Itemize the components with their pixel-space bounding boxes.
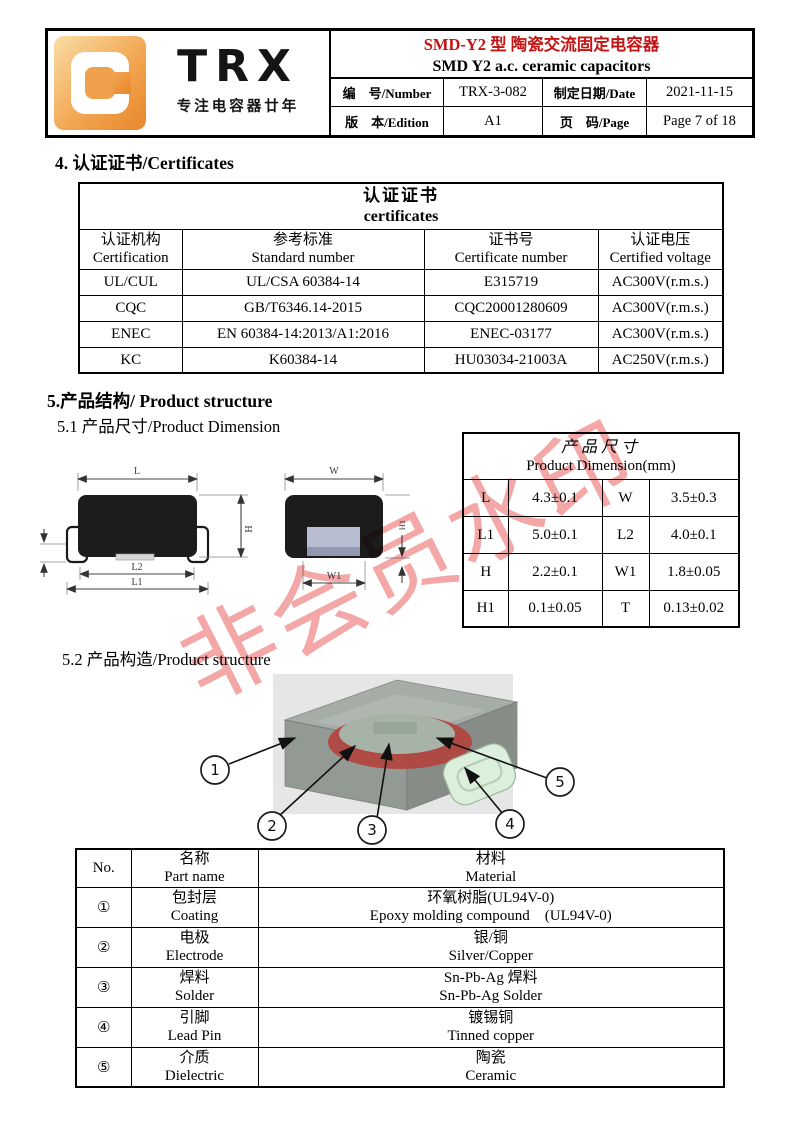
logo-cell: TRX 专注电容器廿年	[48, 31, 331, 135]
section5-2-title: 5.2 产品构造/Product structure	[62, 650, 271, 669]
callout-5: 5	[545, 767, 575, 797]
dim-label-H: H	[244, 525, 255, 532]
logo-brand-text: TRX	[177, 41, 299, 92]
section5-1-title: 5.1 产品尺寸/Product Dimension	[57, 417, 281, 436]
section4-title: 4. 认证证书/Certificates	[55, 153, 234, 173]
logo-tagline: 专注电容器廿年	[176, 99, 300, 116]
svg-text:1: 1	[210, 761, 220, 779]
dim-label-W1: W1	[327, 571, 341, 582]
dim-label-H1: H1	[397, 520, 407, 530]
edition-value: A1	[444, 107, 543, 135]
header-info-grid: 编 号/Number TRX-3-082 制定日期/Date 2021-11-1…	[331, 79, 752, 135]
dim-label-L: L	[134, 466, 140, 477]
dim-label-L2: L2	[131, 562, 142, 573]
svg-text:3: 3	[367, 821, 377, 839]
svg-text:2: 2	[267, 817, 277, 835]
title-en: SMD Y2 a.c. ceramic capacitors	[432, 58, 651, 75]
svg-text:5: 5	[555, 773, 565, 791]
edition-label: 版 本/Edition	[331, 107, 444, 135]
capacitor-body-side	[78, 495, 197, 557]
trx-logo-icon	[54, 36, 146, 130]
page-label: 页 码/Page	[543, 107, 647, 135]
callout-2: 2	[257, 811, 287, 841]
title-zh: SMD-Y2 型 陶瓷交流固定电容器	[423, 35, 660, 54]
svg-text:4: 4	[505, 815, 515, 833]
dimension-drawing: L H L2 L1 W H1	[40, 466, 410, 595]
callout-1: 1	[200, 755, 230, 785]
document-header: TRX 专注电容器廿年 SMD-Y2 型 陶瓷交流固定电容器 SMD Y2 a.…	[45, 28, 755, 138]
date-value: 2021-11-15	[647, 79, 752, 107]
dim-table-title: 产品尺寸 Product Dimension(mm)	[462, 432, 740, 480]
document-title: SMD-Y2 型 陶瓷交流固定电容器 SMD Y2 a.c. ceramic c…	[331, 31, 752, 79]
number-label: 编 号/Number	[331, 79, 444, 107]
section5-title: 5.产品结构/ Product structure	[47, 391, 273, 411]
callout-4: 4	[495, 809, 525, 839]
dim-label-W: W	[329, 466, 339, 477]
number-value: TRX-3-082	[444, 79, 543, 107]
structure-3d-diagram: 1 2 3 4 5	[200, 674, 575, 845]
cert-table-title: 认证证书 certificates	[78, 182, 724, 230]
page-value: Page 7 of 18	[663, 112, 736, 129]
callout-3: 3	[357, 815, 387, 845]
date-label: 制定日期/Date	[543, 79, 647, 107]
dim-label-L1: L1	[131, 577, 142, 588]
